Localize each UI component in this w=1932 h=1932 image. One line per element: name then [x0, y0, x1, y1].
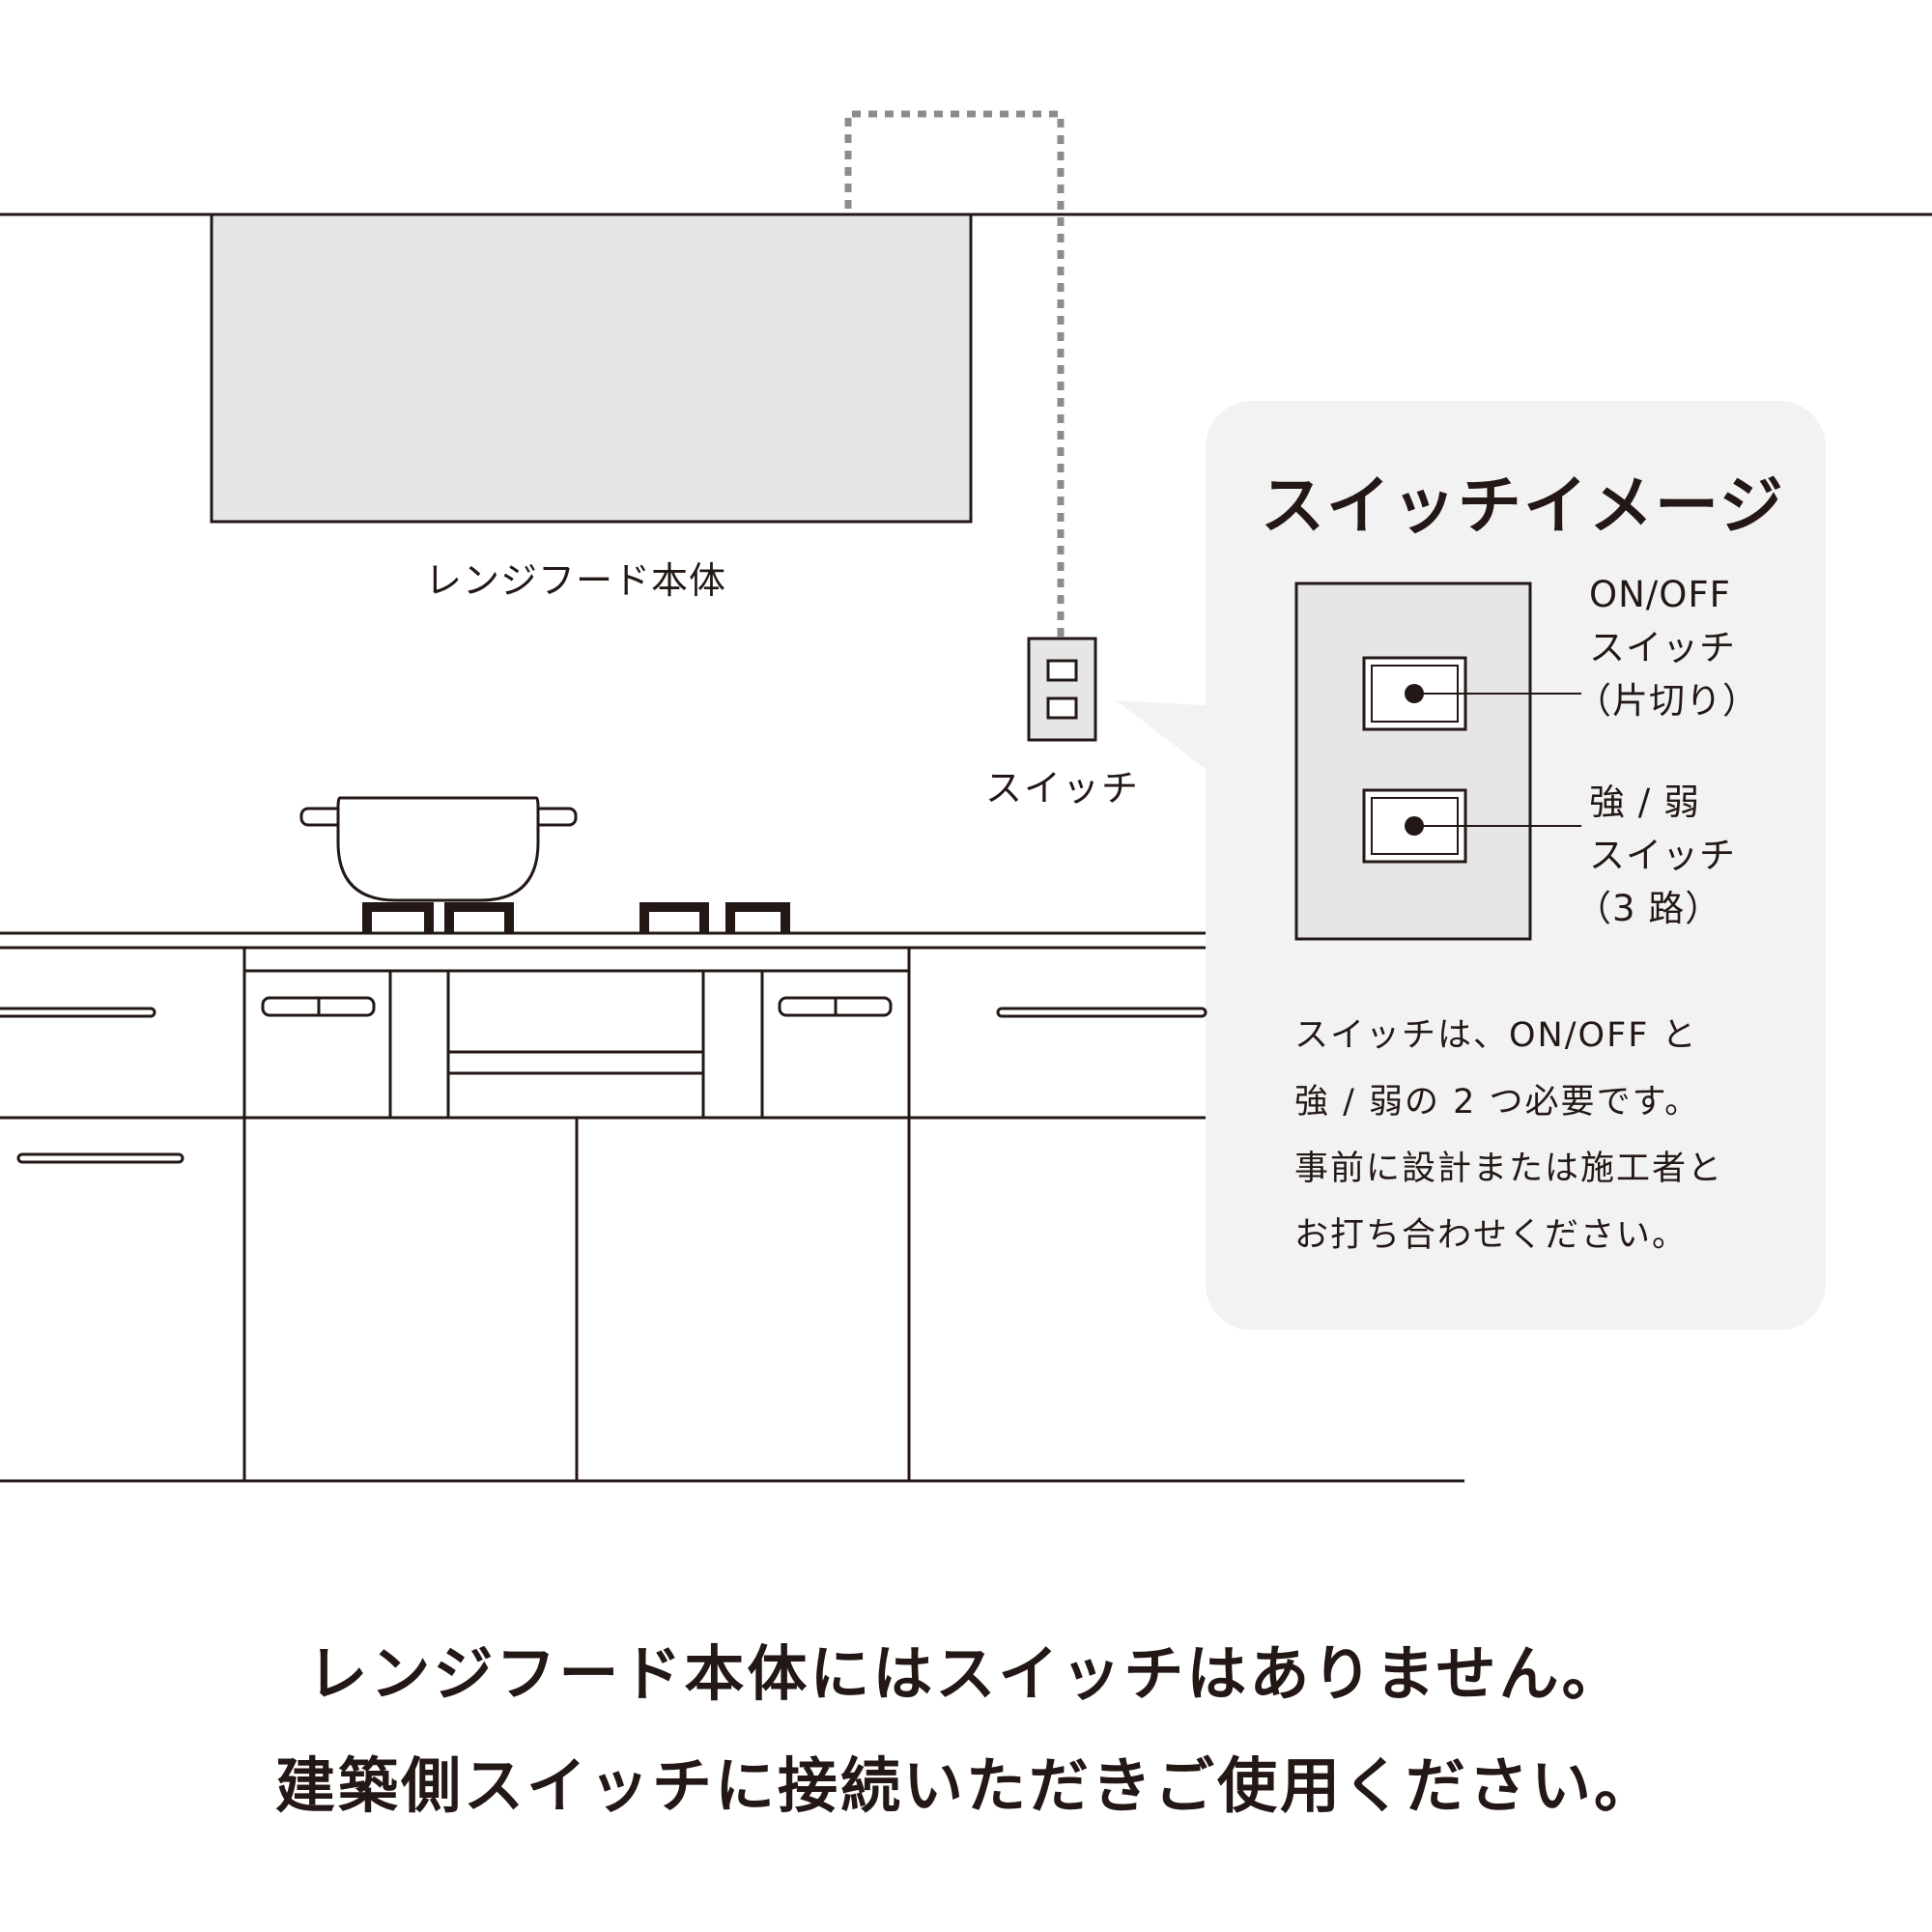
wall-switch [1027, 637, 1097, 742]
onoff-switch-label: ON/OFF スイッチ （片切り） [1576, 568, 1759, 727]
onoff-switch-label-line: （片切り） [1576, 680, 1759, 722]
callout-note-line: スイッチは、ON/OFF と [1294, 1016, 1698, 1055]
wall-switch-label: スイッチ [985, 767, 1141, 810]
pot [299, 796, 578, 902]
wiring-dotted-line [844, 110, 1065, 639]
caption-line-2: 建築側スイッチに接続いただきご使用ください。 [274, 1750, 1657, 1821]
strength-switch-label: 強 / 弱 スイッチ （3 路） [1576, 776, 1736, 935]
strength-switch-label-line: スイッチ [1589, 835, 1736, 876]
kitchen-cabinets [0, 931, 1464, 1483]
onoff-switch-label-line: スイッチ [1589, 627, 1736, 668]
onoff-switch-label-line: ON/OFF [1589, 574, 1731, 615]
callout-note-line: 事前に設計または施工者と [1294, 1150, 1724, 1188]
caption-line-1: レンジフード本体にはスイッチはありません。 [307, 1638, 1625, 1709]
strength-switch-label-line: 強 / 弱 [1589, 781, 1700, 823]
callout-note-line: お打ち合わせください。 [1294, 1216, 1689, 1255]
callout-title: スイッチイメージ [1261, 469, 1785, 543]
callout-note: スイッチは、ON/OFF と 強 / 弱の 2 つ必要です。 事前に設計または施… [1294, 1003, 1723, 1269]
burner-grates [362, 902, 790, 933]
range-hood-body [210, 213, 973, 524]
switch-plate-illustration [1294, 582, 1581, 941]
callout-note-line: 強 / 弱の 2 つ必要です。 [1294, 1083, 1701, 1122]
strength-switch-label-line: （3 路） [1576, 888, 1722, 929]
range-hood-label: レンジフード本体 [425, 559, 727, 602]
